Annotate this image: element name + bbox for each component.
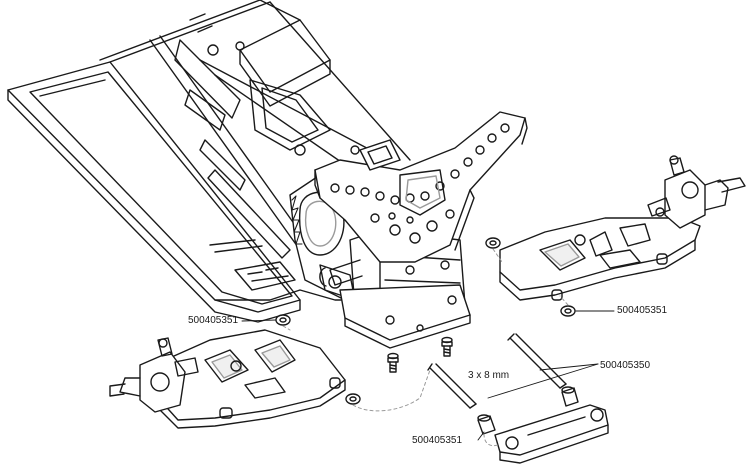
shock-tower [314, 111, 528, 263]
hinge-block [494, 404, 609, 464]
screws [387, 336, 453, 373]
callout-bushing-part: 500405351 [412, 435, 463, 446]
left-suspension-arm [109, 329, 346, 429]
bushings [477, 386, 579, 435]
chassis-decal [234, 261, 296, 291]
washers [275, 237, 576, 405]
bulkhead-plate [339, 284, 471, 349]
callout-screw-size: 3 x 8 mm [468, 370, 510, 381]
hinge-pins [427, 333, 567, 409]
center-structure [174, 0, 411, 259]
leader-lines [241, 310, 615, 441]
callout-hinge-pin-part: 500405350 [600, 360, 651, 371]
assembly-paths [282, 248, 569, 447]
callout-right-washer-part: 500405351 [617, 305, 668, 316]
callout-left-washer-part: 500405351 [188, 315, 239, 326]
right-suspension-arm [499, 155, 746, 301]
